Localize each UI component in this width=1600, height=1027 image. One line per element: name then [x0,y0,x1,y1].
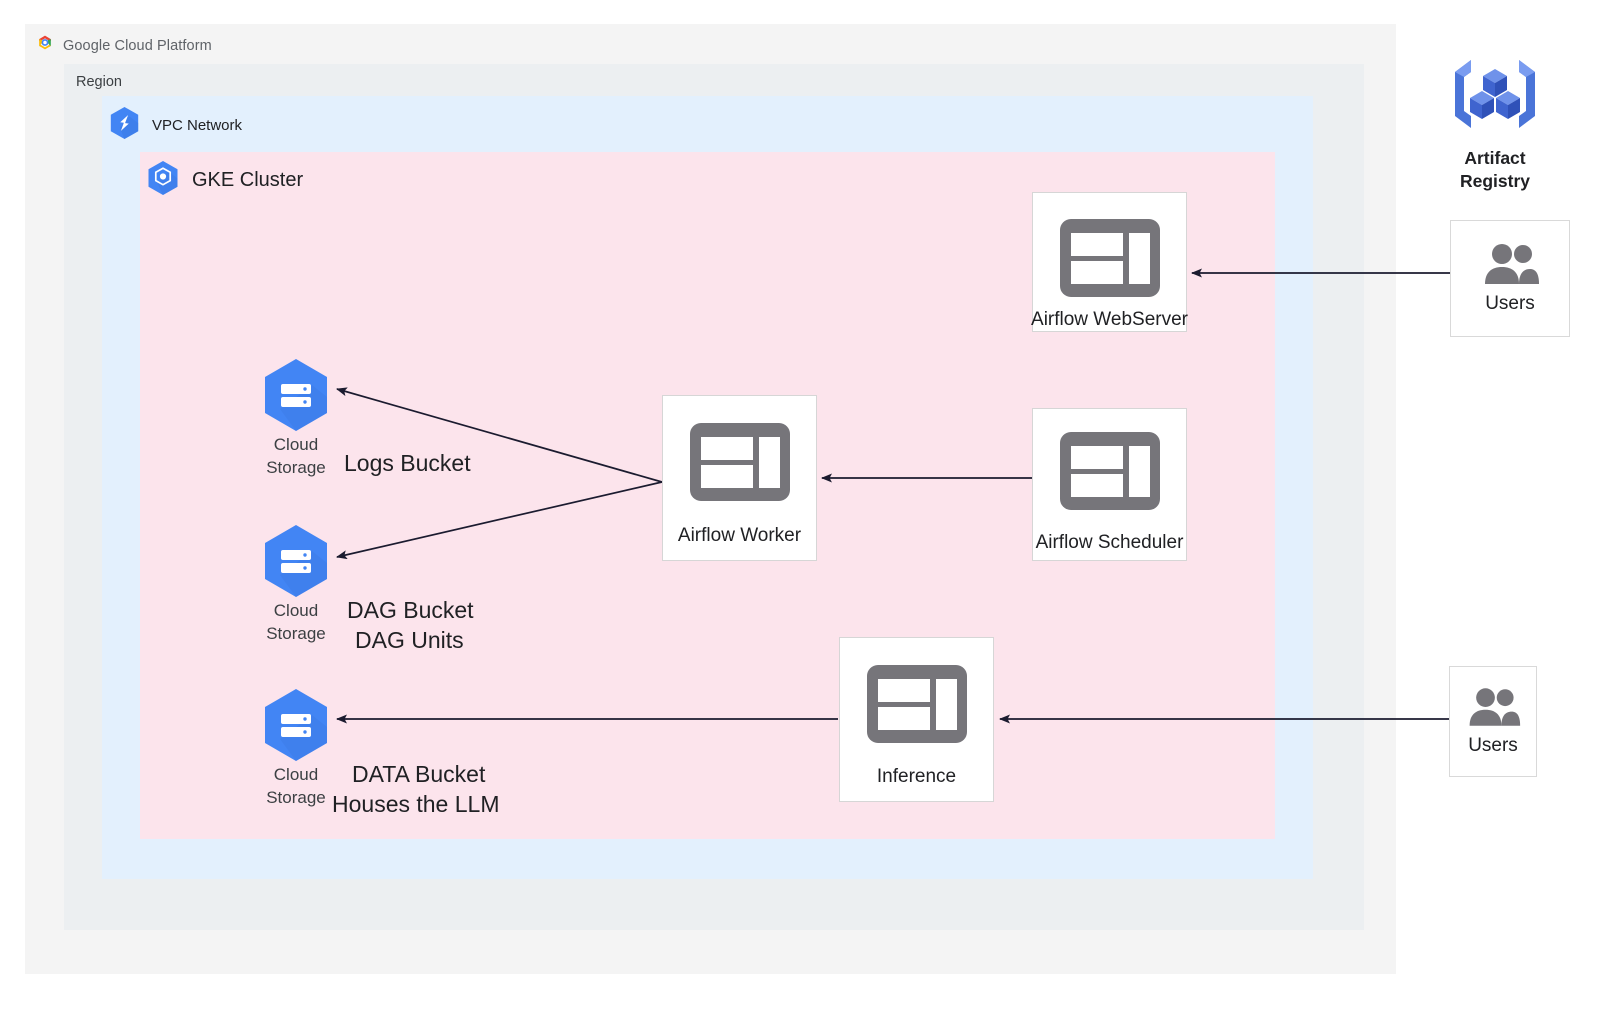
cloud-storage-icon [258,687,334,768]
bucket-caption: Cloud Storage [246,763,346,809]
bucket-caption-line2: Storage [266,624,326,643]
bucket-note: DAG Bucket DAG Units [347,595,474,655]
bucket-logs[interactable]: Cloud Storage Logs Bucket [258,357,498,477]
bucket-caption-line1: Cloud [273,601,319,620]
gcp-brand-label: Google Cloud Platform [63,38,212,54]
bucket-note-line1: DATA Bucket [352,761,486,787]
vpc-network-icon [109,106,140,145]
artifact-registry-label-line2: Registry [1459,171,1531,191]
bucket-data[interactable]: Cloud Storage DATA Bucket Houses the LLM [258,687,538,817]
gke-cluster-header: GKE Cluster [147,160,303,201]
artifact-registry-icon [1449,52,1541,141]
node-label: Inference [876,766,957,787]
artifact-registry[interactable]: Artifact Registry [1440,52,1550,193]
gcp-brand-suffix: Cloud Platform [114,37,212,54]
bucket-caption-line1: Cloud [273,765,319,784]
region-label: Region [76,74,122,90]
dashboard-icon [1059,219,1160,297]
bucket-caption: Cloud Storage [246,599,346,645]
users-top[interactable]: Users [1450,220,1570,337]
node-airflow-scheduler[interactable]: Airflow Scheduler [1032,408,1187,561]
bucket-caption: Cloud Storage [246,433,346,479]
bucket-note-line1: DAG Bucket [347,597,474,623]
gcp-brand-google: Google [63,37,111,54]
cloud-storage-icon [258,523,334,604]
users-icon [1479,242,1541,291]
bucket-caption-line1: Cloud [273,435,319,454]
dashboard-icon [866,665,967,743]
users-label: Users [1468,735,1518,756]
node-label: Airflow Worker [677,525,802,546]
gke-cluster-icon [147,160,179,201]
vpc-network-label: VPC Network [152,117,243,134]
users-icon [1464,686,1522,733]
google-cloud-logo-icon [35,33,55,58]
bucket-note: Logs Bucket [344,448,471,478]
artifact-registry-label: Artifact Registry [1460,147,1530,193]
node-label: Airflow Scheduler [1035,532,1184,553]
users-label: Users [1485,293,1535,314]
bucket-caption-line2: Storage [266,458,326,477]
vpc-network-header: VPC Network [109,106,242,145]
bucket-note-line1: Logs Bucket [344,450,471,476]
node-label: Airflow WebServer [1031,309,1188,330]
users-bottom[interactable]: Users [1449,666,1537,777]
node-airflow-webserver[interactable]: Airflow WebServer [1031,192,1188,332]
bucket-note-line2: DAG Units [355,627,464,653]
dashboard-icon [1059,432,1160,510]
cloud-storage-icon [258,357,334,438]
bucket-dag[interactable]: Cloud Storage DAG Bucket DAG Units [258,523,498,653]
bucket-caption-line2: Storage [266,788,326,807]
node-airflow-worker[interactable]: Airflow Worker [662,395,817,561]
node-inference[interactable]: Inference [839,637,994,802]
artifact-registry-label-line1: Artifact [1464,148,1526,168]
gcp-brand: Google Cloud Platform [35,33,212,58]
bucket-note-line2: Houses the LLM [332,791,500,817]
bucket-note: DATA Bucket Houses the LLM [332,759,499,819]
gke-cluster-label: GKE Cluster [192,169,304,191]
dashboard-icon [689,423,790,501]
